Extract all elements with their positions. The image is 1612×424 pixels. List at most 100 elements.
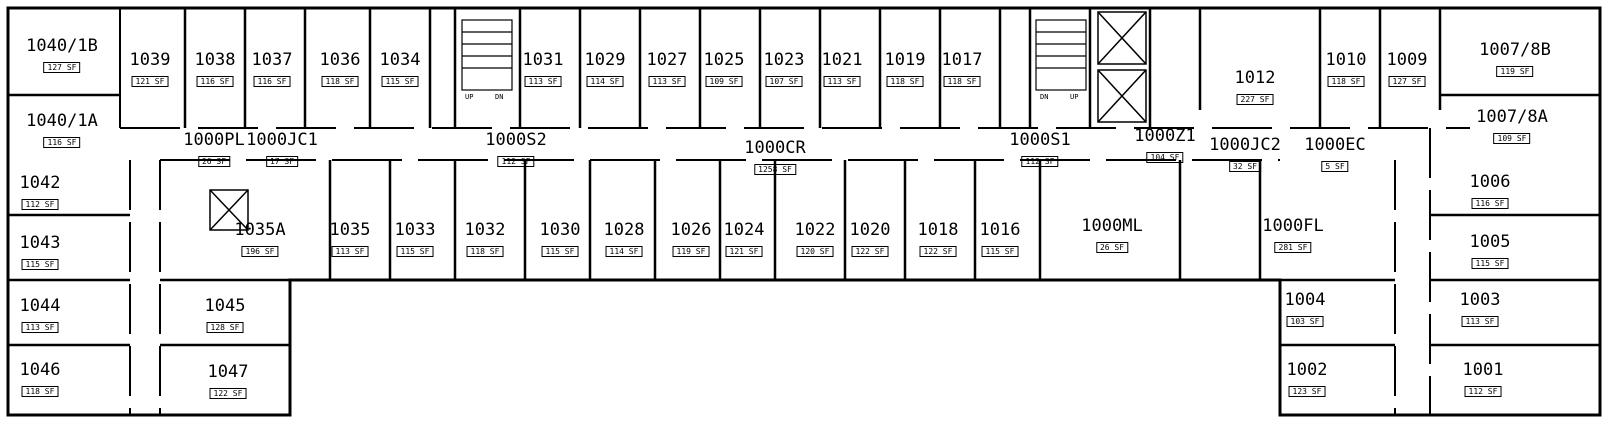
room-area: 122 SF (919, 246, 957, 257)
room-number: 1000FL (1262, 216, 1324, 236)
room-label: 1000FL 281 SF (1262, 216, 1324, 254)
room-number: 1022 (794, 220, 836, 240)
room-area: 116 SF (196, 76, 234, 87)
room-label: 1018 122 SF (917, 220, 959, 258)
room-area: 104 SF (1146, 152, 1184, 163)
room-number: 1037 (251, 50, 293, 70)
room-number: 1002 (1286, 360, 1328, 380)
room-number: 1028 (603, 220, 645, 240)
room-area: 109 SF (1493, 133, 1531, 144)
room-number: 1021 (821, 50, 863, 70)
room-number: 1042 (19, 173, 61, 193)
room-number: 1004 (1284, 290, 1326, 310)
room-number: 1017 (941, 50, 983, 70)
room-area: 109 SF (705, 76, 743, 87)
room-label: 1000Z1 104 SF (1134, 126, 1196, 164)
room-area: 128 SF (206, 322, 244, 333)
room-label: 1038 116 SF (194, 50, 236, 88)
elevator-shafts (209, 11, 1147, 231)
room-number: 1040/1A (26, 111, 98, 131)
room-area: 112 SF (1021, 156, 1059, 167)
room-number: 1030 (539, 220, 581, 240)
room-number: 1031 (522, 50, 564, 70)
room-number: 1023 (763, 50, 805, 70)
room-area: 26 SF (1095, 242, 1129, 253)
room-area: 113 SF (1461, 316, 1499, 327)
room-number: 1034 (379, 50, 421, 70)
room-number: 1033 (394, 220, 436, 240)
room-number: 1000JC2 (1209, 135, 1281, 155)
room-number: 1047 (207, 362, 249, 382)
room-label: 1045 128 SF (204, 296, 246, 334)
room-area: 115 SF (396, 246, 434, 257)
room-area: 281 SF (1274, 242, 1312, 253)
room-area: 196 SF (241, 246, 279, 257)
room-number: 1001 (1462, 360, 1504, 380)
room-area: 115 SF (1471, 258, 1509, 269)
room-area: 118 SF (321, 76, 359, 87)
stair-label-down: DN (1040, 93, 1049, 101)
room-area: 116 SF (43, 137, 81, 148)
room-number: 1038 (194, 50, 236, 70)
room-area: 119 SF (1496, 66, 1534, 77)
room-area: 115 SF (21, 259, 59, 270)
room-number: 1020 (849, 220, 891, 240)
room-number: 1035 (329, 220, 371, 240)
room-number: 1000JC1 (246, 130, 318, 150)
room-number: 1043 (19, 233, 61, 253)
room-area: 107 SF (765, 76, 803, 87)
room-number: 1016 (979, 220, 1021, 240)
room-area: 121 SF (131, 76, 169, 87)
stair-label-up: UP (465, 93, 474, 101)
room-number: 1010 (1325, 50, 1367, 70)
room-label: 1023 107 SF (763, 50, 805, 88)
room-number: 1000ML (1081, 216, 1143, 236)
room-label: 1002 123 SF (1286, 360, 1328, 398)
room-area: 113 SF (331, 246, 369, 257)
room-area: 32 SF (1228, 161, 1262, 172)
room-area: 114 SF (586, 76, 624, 87)
room-area: 103 SF (1286, 316, 1324, 327)
room-label: 1019 118 SF (884, 50, 926, 88)
room-number: 1040/1B (26, 36, 98, 56)
room-number: 1012 (1234, 68, 1276, 88)
room-number: 1000CR (744, 138, 806, 158)
room-number: 1000Z1 (1134, 126, 1196, 146)
room-number: 1009 (1386, 50, 1428, 70)
room-number: 1019 (884, 50, 926, 70)
room-number: 1018 (917, 220, 959, 240)
room-number: 1006 (1469, 172, 1511, 192)
room-label: 1000JC2 32 SF (1209, 137, 1281, 173)
room-number: 1007/8A (1476, 107, 1548, 127)
room-area: 113 SF (21, 322, 59, 333)
stair-label-down: DN (495, 93, 504, 101)
room-area: 122 SF (851, 246, 889, 257)
room-area: 118 SF (886, 76, 924, 87)
room-number: 1000S1 (1009, 130, 1071, 150)
room-label: 1020 122 SF (849, 220, 891, 258)
room-number: 1046 (19, 360, 61, 380)
room-area: 116 SF (253, 76, 291, 87)
room-number: 1027 (646, 50, 688, 70)
room-area: 118 SF (943, 76, 981, 87)
room-number: 1045 (204, 296, 246, 316)
room-area: 123 SF (1288, 386, 1326, 397)
